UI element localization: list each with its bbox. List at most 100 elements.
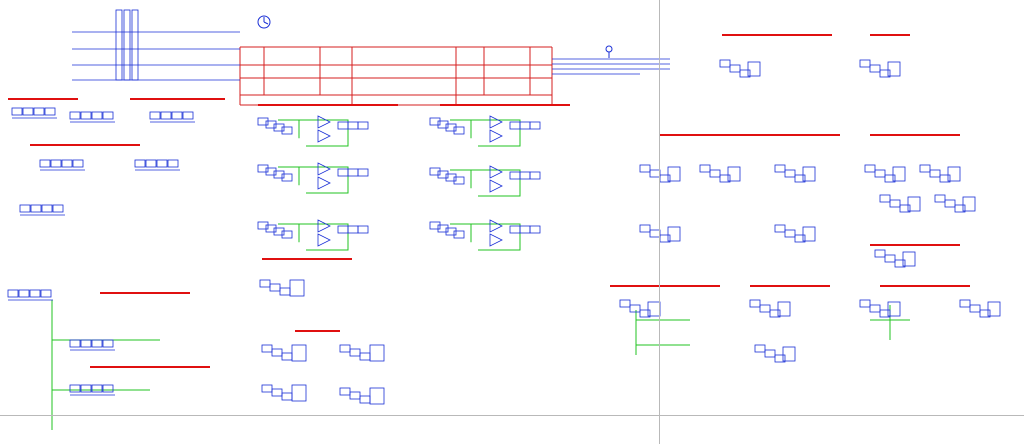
components — [7, 9, 1001, 405]
component-block — [509, 171, 521, 180]
component-block — [357, 168, 369, 177]
page-boundary-vertical — [659, 0, 660, 444]
component-block — [134, 159, 146, 168]
transformer-coil — [131, 9, 139, 81]
component-block — [639, 224, 651, 233]
component-block — [794, 234, 806, 243]
component-block — [749, 299, 761, 308]
component-block — [879, 194, 891, 203]
wire-path — [450, 119, 521, 147]
component-block — [874, 169, 886, 178]
component-block — [40, 289, 52, 298]
amplifier — [489, 165, 503, 179]
component-block — [91, 339, 103, 348]
component-block — [769, 309, 781, 318]
component-block — [884, 254, 896, 263]
component-block — [437, 170, 449, 179]
component-block — [29, 289, 41, 298]
amplifier — [317, 176, 331, 190]
amplifier — [489, 129, 503, 143]
component-block — [291, 384, 307, 402]
wire-path — [278, 223, 349, 251]
section-caption — [722, 34, 832, 36]
component-block — [519, 121, 531, 130]
component-block — [261, 344, 273, 353]
wire-path — [450, 223, 521, 251]
clock-icon[interactable] — [257, 15, 271, 29]
component-block — [18, 289, 30, 298]
component-block — [445, 173, 457, 182]
component-block — [884, 174, 896, 183]
probe-icon[interactable] — [605, 45, 613, 58]
component-block — [271, 388, 283, 397]
section-caption — [870, 244, 960, 246]
component-block — [80, 111, 92, 120]
component-block — [281, 392, 293, 401]
component-block — [291, 344, 307, 362]
component-block — [944, 199, 956, 208]
component-block — [959, 299, 971, 308]
component-block — [91, 384, 103, 393]
section-caption — [870, 34, 910, 36]
component-block — [774, 354, 786, 363]
component-block — [265, 167, 277, 176]
wire-path — [278, 166, 349, 194]
component-block — [281, 173, 293, 182]
component-block — [80, 384, 92, 393]
component-block — [41, 204, 53, 213]
component-block — [359, 395, 371, 404]
component-block — [529, 121, 541, 130]
component-block — [50, 159, 62, 168]
amplifier — [489, 179, 503, 193]
component-block — [509, 225, 521, 234]
component-block — [347, 168, 359, 177]
component-block — [929, 169, 941, 178]
component-block — [889, 199, 901, 208]
component-block — [145, 159, 157, 168]
component-block — [667, 226, 681, 242]
component-block — [899, 204, 911, 213]
component-block — [91, 111, 103, 120]
section-caption — [610, 285, 720, 287]
component-block — [874, 249, 886, 258]
component-block — [453, 126, 465, 135]
component-block — [879, 309, 891, 318]
component-block — [339, 344, 351, 353]
component-block — [962, 196, 976, 212]
component-block — [659, 174, 671, 183]
component-block — [19, 204, 31, 213]
component-block — [257, 164, 269, 173]
component-block — [529, 225, 541, 234]
amplifier — [317, 162, 331, 176]
component-block — [265, 120, 277, 129]
component-block — [359, 352, 371, 361]
component-block — [11, 107, 23, 116]
component-block — [437, 120, 449, 129]
component-block — [902, 251, 916, 267]
component-block — [907, 196, 921, 212]
component-block — [149, 111, 161, 120]
component-block — [337, 168, 349, 177]
component-block — [257, 221, 269, 230]
section-caption — [8, 98, 78, 100]
component-block — [784, 229, 796, 238]
component-block — [794, 174, 806, 183]
component-block — [859, 299, 871, 308]
component-block — [337, 225, 349, 234]
component-block — [259, 279, 271, 288]
component-block — [102, 111, 114, 120]
component-block — [879, 69, 891, 78]
section-captions — [8, 34, 970, 368]
component-block — [519, 225, 531, 234]
component-block — [919, 164, 931, 173]
component-block — [445, 227, 457, 236]
section-caption — [258, 104, 398, 106]
component-block — [337, 121, 349, 130]
component-block — [171, 111, 183, 120]
component-block — [647, 301, 661, 317]
component-block — [30, 204, 42, 213]
component-block — [519, 171, 531, 180]
component-block — [44, 107, 56, 116]
